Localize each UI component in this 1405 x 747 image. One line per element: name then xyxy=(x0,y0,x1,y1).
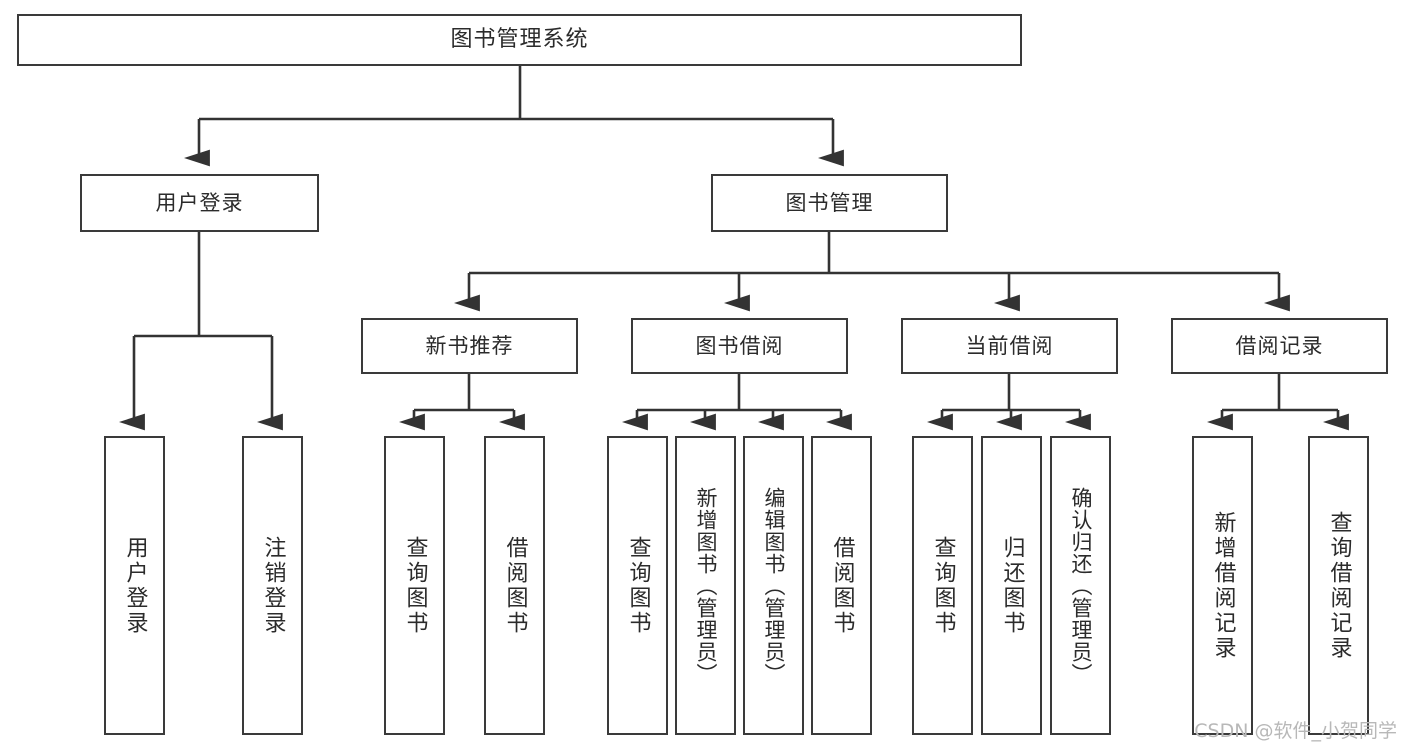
node-leaf-query-book-3-label: 查询图书 xyxy=(930,535,956,636)
node-leaf-user-logout-label: 注销登录 xyxy=(260,535,286,636)
node-current-borrow-label: 当前借阅 xyxy=(965,333,1054,358)
node-borrow-record[interactable]: 借阅记录 xyxy=(1171,318,1388,374)
node-leaf-query-book-3[interactable]: 查询图书 xyxy=(912,436,973,735)
node-leaf-query-record-label: 查询借阅记录 xyxy=(1326,510,1352,661)
node-leaf-add-record[interactable]: 新增借阅记录 xyxy=(1192,436,1253,735)
node-leaf-borrow-book-2[interactable]: 借阅图书 xyxy=(811,436,872,735)
node-new-book-recommend[interactable]: 新书推荐 xyxy=(361,318,578,374)
node-leaf-query-book-1[interactable]: 查询图书 xyxy=(384,436,445,735)
node-borrow-record-label: 借阅记录 xyxy=(1235,333,1324,358)
node-root-label: 图书管理系统 xyxy=(450,27,589,53)
node-leaf-add-book-label: 新增图书（管理员） xyxy=(694,486,718,685)
node-leaf-edit-book-label: 编辑图书（管理员） xyxy=(762,486,786,685)
node-root[interactable]: 图书管理系统 xyxy=(17,14,1022,66)
node-leaf-borrow-book-1-label: 借阅图书 xyxy=(502,535,528,636)
node-leaf-borrow-book-2-label: 借阅图书 xyxy=(829,535,855,636)
node-leaf-add-record-label: 新增借阅记录 xyxy=(1210,510,1236,661)
node-leaf-user-login-label: 用户登录 xyxy=(122,535,148,636)
node-leaf-return-book[interactable]: 归还图书 xyxy=(981,436,1042,735)
node-user-login[interactable]: 用户登录 xyxy=(80,174,319,232)
node-leaf-confirm-return[interactable]: 确认归还（管理员） xyxy=(1050,436,1111,735)
node-leaf-user-login[interactable]: 用户登录 xyxy=(104,436,165,735)
node-leaf-add-book[interactable]: 新增图书（管理员） xyxy=(675,436,736,735)
node-book-borrow[interactable]: 图书借阅 xyxy=(631,318,848,374)
node-leaf-edit-book[interactable]: 编辑图书（管理员） xyxy=(743,436,804,735)
node-user-login-label: 用户登录 xyxy=(155,190,244,215)
node-book-manage-label: 图书管理 xyxy=(785,190,874,215)
node-leaf-return-book-label: 归还图书 xyxy=(999,535,1025,636)
node-leaf-query-record[interactable]: 查询借阅记录 xyxy=(1308,436,1369,735)
node-book-borrow-label: 图书借阅 xyxy=(695,333,784,358)
node-leaf-query-book-1-label: 查询图书 xyxy=(402,535,428,636)
node-current-borrow[interactable]: 当前借阅 xyxy=(901,318,1118,374)
node-leaf-query-book-2-label: 查询图书 xyxy=(625,535,651,636)
node-book-manage[interactable]: 图书管理 xyxy=(711,174,948,232)
node-leaf-user-logout[interactable]: 注销登录 xyxy=(242,436,303,735)
node-leaf-confirm-return-label: 确认归还（管理员） xyxy=(1069,486,1093,685)
node-leaf-borrow-book-1[interactable]: 借阅图书 xyxy=(484,436,545,735)
node-new-book-recommend-label: 新书推荐 xyxy=(425,333,514,358)
node-leaf-query-book-2[interactable]: 查询图书 xyxy=(607,436,668,735)
